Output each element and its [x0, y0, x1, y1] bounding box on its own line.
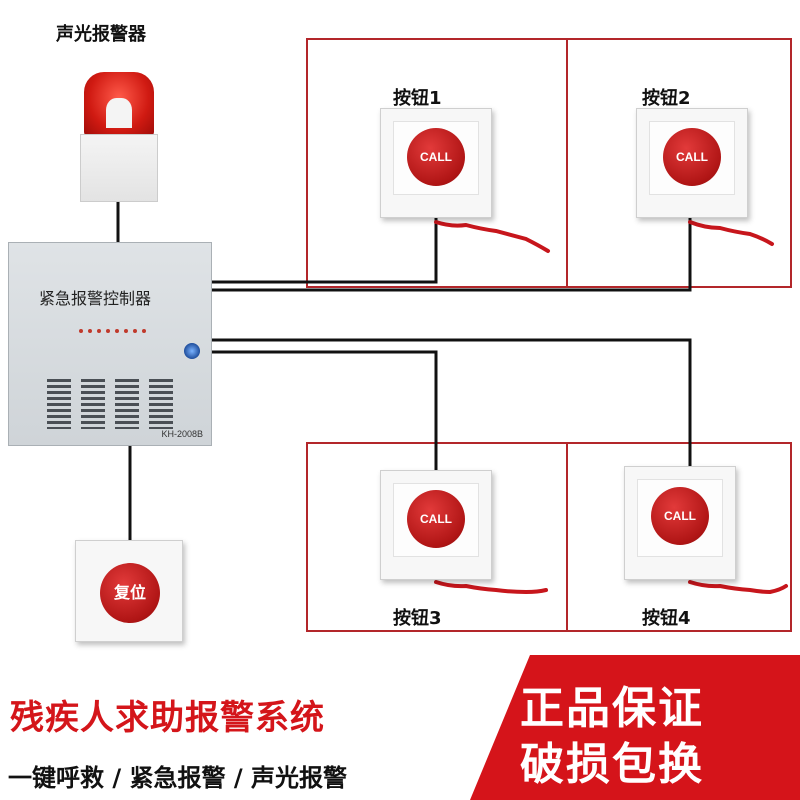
strobe-light-icon: [84, 72, 154, 136]
pull-cord-1: [434, 220, 550, 253]
banner-title: 残疾人求助报警系统: [10, 698, 325, 738]
wire-controller-to-button2: [212, 218, 692, 292]
guarantee-panel: [470, 655, 800, 800]
reset-button[interactable]: 复位: [100, 563, 160, 623]
call-button-4[interactable]: CALL: [624, 466, 736, 580]
controller-title: 紧急报警控制器: [39, 289, 152, 308]
call-button-3[interactable]: CALL: [380, 470, 492, 580]
key-switch-icon[interactable]: [184, 343, 200, 359]
alarm-siren-body: [80, 134, 158, 202]
guarantee-line-2: 破损包换: [520, 739, 704, 790]
call-button-1[interactable]: CALL: [380, 108, 492, 218]
button-label-2: 按钮2: [642, 88, 691, 109]
wire-controller-to-button1: [212, 218, 438, 284]
banner-subtitle: 一键呼救 / 紧急报警 / 声光报警: [8, 764, 347, 792]
vent-grille: [149, 379, 173, 429]
button-label-1: 按钮1: [393, 88, 442, 109]
vent-grille: [47, 379, 71, 429]
button-label-4: 按钮4: [642, 608, 691, 629]
wire-controller-to-button4: [212, 338, 692, 466]
call-button-face[interactable]: CALL: [407, 127, 465, 186]
pull-cord-2: [688, 220, 774, 246]
indicator-leds: [79, 318, 159, 333]
call-button-face[interactable]: CALL: [651, 487, 709, 546]
room-top-right: [566, 38, 792, 288]
room-bottom-right: [566, 442, 792, 632]
emergency-controller: 紧急报警控制器 KH-2008B: [8, 242, 212, 446]
wire-controller-to-button3: [212, 350, 438, 470]
button-label-3: 按钮3: [393, 608, 442, 629]
vent-grille: [81, 379, 105, 429]
vent-grille: [115, 379, 139, 429]
call-button-2[interactable]: CALL: [636, 108, 748, 218]
reset-button-unit[interactable]: 复位: [75, 540, 183, 642]
controller-model: KH-2008B: [161, 429, 203, 439]
call-button-face[interactable]: CALL: [407, 489, 465, 548]
pull-cord-4: [688, 580, 788, 595]
pull-cord-3: [434, 580, 548, 595]
guarantee-line-1: 正品保证: [520, 683, 704, 734]
call-button-face[interactable]: CALL: [663, 127, 721, 186]
alarm-title: 声光报警器: [56, 24, 146, 45]
